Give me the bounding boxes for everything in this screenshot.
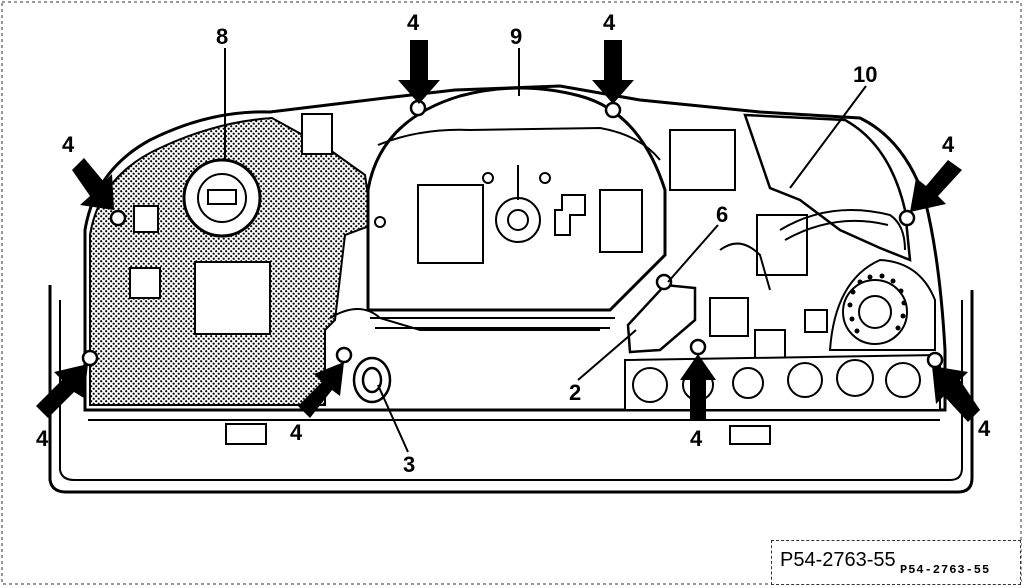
figure-number-small: P54-2763-55 (900, 563, 991, 577)
leader-lines (224, 48, 867, 453)
figure-caption: P54-2763-55 P54-2763-55 (771, 540, 1021, 585)
callout-4-top-right: 4 (603, 10, 616, 35)
bulb-holder-part (352, 356, 392, 404)
figure-number: P54-2763-55 (780, 549, 896, 571)
cluster-housing (48, 285, 974, 494)
bulb-holders-left (129, 113, 333, 335)
callout-4-bottom-mid-left: 4 (290, 420, 303, 445)
callout-4-top-left: 4 (407, 10, 420, 35)
callout-4-bottom-right: 4 (978, 416, 991, 441)
gauge-plate-details (370, 126, 661, 329)
wiring-harness (329, 209, 906, 331)
right-plate (669, 113, 936, 359)
callout-9: 9 (510, 24, 522, 49)
callout-4-bottom-left: 4 (36, 426, 49, 451)
bulb-sockets-bottom (624, 353, 941, 411)
callout-10: 10 (853, 62, 877, 87)
connector-socket (182, 158, 262, 238)
gauge-scale-dots (847, 273, 907, 334)
screw-arrows (36, 40, 980, 422)
retaining-screws (81, 99, 944, 369)
callout-6: 6 (716, 202, 728, 227)
callout-4-left: 4 (62, 132, 75, 157)
callout-4-right: 4 (942, 132, 955, 157)
callout-8: 8 (216, 24, 228, 49)
callout-2: 2 (569, 380, 581, 405)
callout-3: 3 (403, 452, 415, 477)
callout-4-bottom-mid: 4 (690, 426, 703, 451)
